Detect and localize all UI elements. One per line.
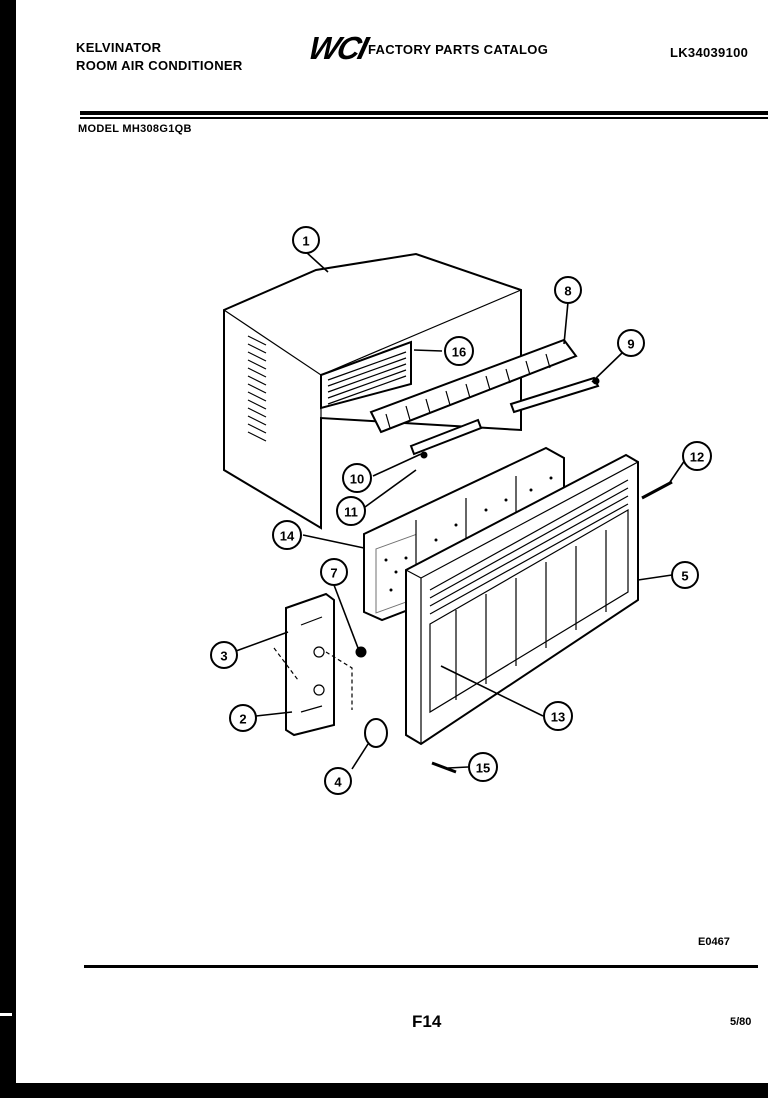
product-type: ROOM AIR CONDITIONER — [76, 58, 243, 73]
callout-11-label: 11 — [344, 505, 358, 520]
catalog-title: FACTORY PARTS CATALOG — [368, 42, 549, 57]
callout-15-label: 15 — [476, 761, 490, 776]
grille-slats — [429, 479, 629, 700]
callout-5-label: 5 — [681, 569, 688, 584]
control-knobs — [355, 646, 388, 748]
callout-7-label: 7 — [330, 566, 337, 581]
callout-2-label: 2 — [239, 712, 246, 727]
callout-9: 9 — [617, 329, 645, 357]
margin-mark — [0, 1013, 12, 1016]
callout-13: 13 — [543, 701, 573, 731]
callout-10-label: 10 — [350, 472, 364, 487]
cabinet-grille-mesh — [327, 351, 407, 405]
callout-3-label: 3 — [220, 649, 227, 664]
brand-name: KELVINATOR — [76, 40, 162, 55]
callout-8: 8 — [554, 276, 582, 304]
control-panel — [273, 592, 353, 737]
callout-9-label: 9 — [627, 337, 634, 352]
svg-text:WCI: WCI — [305, 30, 372, 64]
callout-8-label: 8 — [564, 284, 571, 299]
callout-11: 11 — [336, 496, 366, 526]
header-rule-thin — [80, 117, 768, 119]
issue-date: 5/80 — [730, 1016, 752, 1028]
diagram-code: E0467 — [698, 936, 730, 948]
screw-part-12 — [641, 480, 673, 500]
callout-16-label: 16 — [452, 345, 466, 360]
callout-14-label: 14 — [280, 529, 295, 544]
linkage-bars — [409, 376, 600, 459]
callout-12: 12 — [682, 441, 712, 471]
model-number: MODEL MH308G1QB — [78, 123, 192, 135]
callout-15: 15 — [468, 752, 498, 782]
exploded-parts-diagram: 1 2 3 4 5 7 8 9 10 11 12 13 14 15 16 — [210, 226, 712, 795]
callout-12-label: 12 — [690, 450, 704, 465]
callout-14: 14 — [272, 520, 302, 550]
callout-10: 10 — [342, 463, 372, 493]
header-rule — [80, 111, 768, 115]
page-label: F14 — [412, 1012, 442, 1031]
callout-4: 4 — [324, 767, 352, 795]
callout-3: 3 — [210, 641, 238, 669]
cabinet-louvers — [247, 335, 267, 442]
callout-7: 7 — [320, 558, 348, 586]
footer-rule — [84, 965, 758, 968]
callout-1: 1 — [292, 226, 320, 254]
callout-2: 2 — [229, 704, 257, 732]
callout-16: 16 — [444, 336, 474, 366]
wci-logo: WCI — [305, 30, 372, 64]
front-grille — [405, 453, 639, 746]
callout-4-label: 4 — [334, 775, 342, 790]
leader-lines — [235, 251, 686, 770]
catalog-number: LK34039100 — [670, 45, 749, 60]
screw-part-15 — [431, 761, 457, 774]
callout-13-label: 13 — [551, 710, 565, 725]
louver-assembly — [369, 338, 578, 434]
cabinet-part — [223, 252, 522, 530]
callout-5: 5 — [671, 561, 699, 589]
callout-1-label: 1 — [302, 234, 309, 249]
catalog-sheet: KELVINATOR ROOM AIR CONDITIONER WCI FACT… — [16, 0, 768, 1083]
